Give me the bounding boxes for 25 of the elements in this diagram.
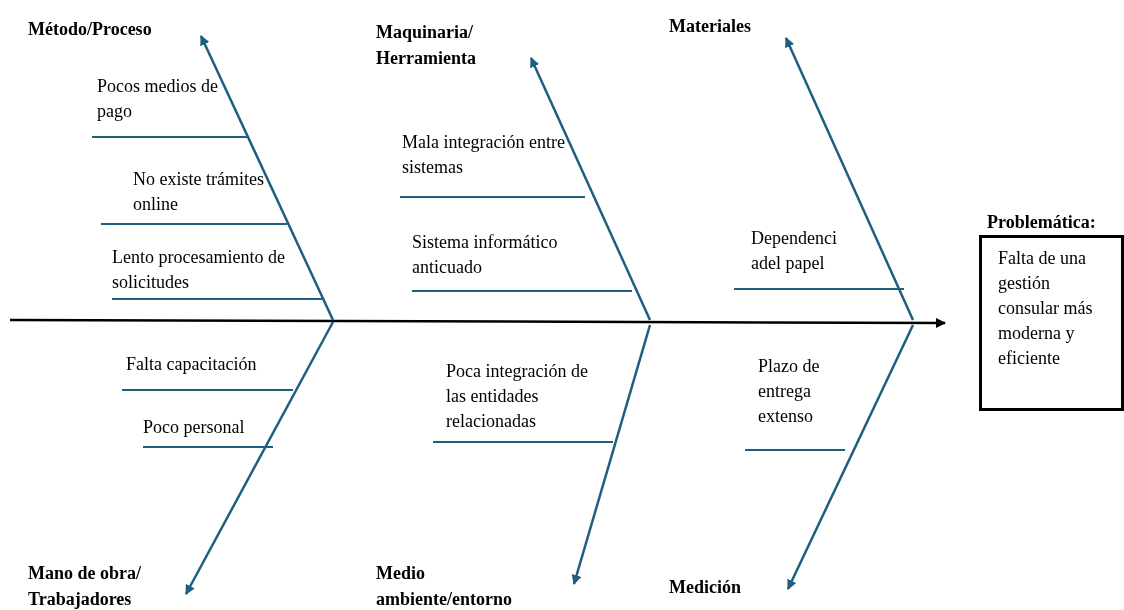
bone-arrow [786,324,915,590]
cause-label: No existe trámites online [133,168,265,216]
category-label: Mano de obra/ Trabajadores [28,560,188,610]
bone-arrow [529,57,652,321]
category-label: Maquinaria/ Herramienta [376,19,526,73]
cause-label: Sistema informático anticuado [412,231,559,279]
category-label: Materiales [669,13,784,41]
category-label: Medio ambiente/entorno [376,560,536,610]
cause-label: Poca integración de las entidades relacionadas [446,360,589,433]
category-label: Método/Proceso [28,16,198,44]
category-label: Medición [669,574,784,602]
problem-heading: Problemática: [986,211,1097,234]
bone-arrow [784,37,915,321]
cause-label: Falta capacitación [126,353,258,376]
cause-label: Mala integración entre sistemas [402,131,566,179]
bone-arrow [184,321,335,595]
cause-label: Pocos medios de pago [97,75,219,123]
bone-arrow [199,35,335,321]
bone-arrow [571,324,652,585]
cause-label: Lento procesamiento de solicitudes [112,246,286,294]
cause-label: Poco personal [143,416,246,439]
problem-box: Falta de una gestión consular más moderna y eficiente [979,235,1124,411]
cause-label: Plazo de entrega extenso [758,355,821,428]
cause-label: Dependenci adel papel [751,227,838,275]
spine-arrow [10,317,946,328]
